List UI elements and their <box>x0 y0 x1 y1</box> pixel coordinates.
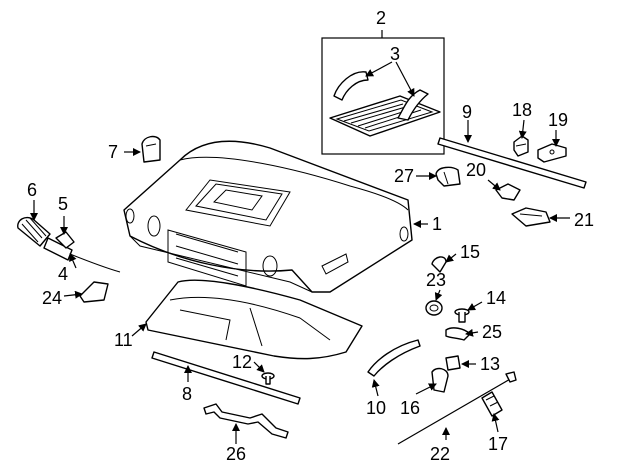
callout-4: 4 <box>58 264 68 284</box>
clip-14 <box>454 308 470 323</box>
hinge-19 <box>537 143 567 163</box>
callout-23: 23 <box>426 270 446 290</box>
bracket-21 <box>511 207 551 227</box>
callout-17: 17 <box>488 434 508 454</box>
hood-grille-insert <box>329 71 441 137</box>
callout-9: 9 <box>462 102 472 122</box>
seal-strip <box>151 351 301 405</box>
lower-seal <box>203 403 289 439</box>
callout-14: 14 <box>486 288 506 308</box>
callout-11: 11 <box>114 330 133 350</box>
callout-27: 27 <box>394 166 414 186</box>
bumper-27 <box>435 166 461 187</box>
callout-7: 7 <box>108 142 118 162</box>
hood-strip <box>437 137 587 189</box>
hood-insulator <box>145 279 363 360</box>
hinge-18 <box>513 135 529 157</box>
callout-16: 16 <box>400 398 420 418</box>
callout-6: 6 <box>27 180 37 200</box>
prop-rod <box>367 339 421 377</box>
callout-19: 19 <box>548 110 568 130</box>
hose-clip-16 <box>431 367 449 393</box>
bracket-20 <box>495 183 521 201</box>
release-bracket <box>79 281 109 303</box>
callout-1: 1 <box>432 214 442 234</box>
callout-15: 15 <box>460 242 480 262</box>
latch-17 <box>481 391 503 417</box>
callout-13: 13 <box>480 354 500 374</box>
bumper-13 <box>445 355 461 371</box>
callout-22: 22 <box>430 444 450 464</box>
inset-box <box>321 30 445 155</box>
hood-bumper <box>141 135 161 163</box>
clip-25 <box>445 327 471 341</box>
callout-8: 8 <box>182 384 192 404</box>
callout-21: 21 <box>574 210 594 230</box>
callout-25: 25 <box>482 322 502 342</box>
callout-26: 26 <box>226 444 246 464</box>
callout-24: 24 <box>42 288 62 308</box>
callout-10: 10 <box>366 398 386 418</box>
callout-2: 2 <box>376 8 386 28</box>
leader-lines <box>30 61 570 444</box>
callout-12: 12 <box>232 352 252 372</box>
release-cable <box>397 371 517 445</box>
callout-5: 5 <box>58 194 68 214</box>
hood-panel <box>123 140 413 293</box>
push-pin-12 <box>261 372 275 385</box>
grommet-23 <box>425 300 443 316</box>
callout-18: 18 <box>512 100 532 120</box>
callout-3: 3 <box>390 44 400 64</box>
release-handle <box>17 216 121 273</box>
callout-20: 20 <box>466 160 486 180</box>
